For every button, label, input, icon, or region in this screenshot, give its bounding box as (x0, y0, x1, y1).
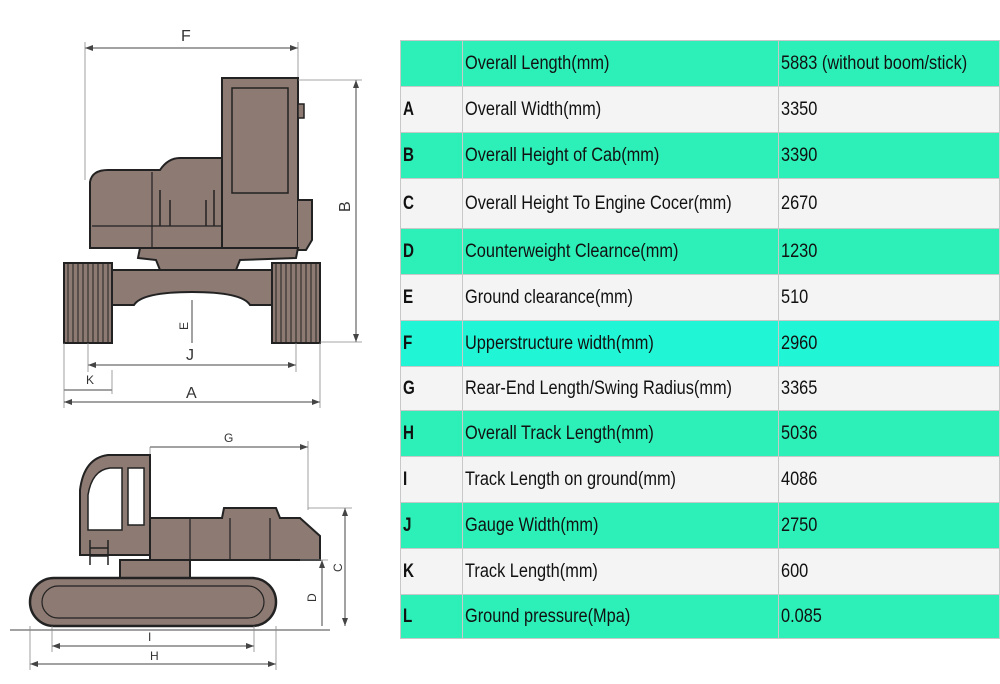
spec-value: 2960 (777, 320, 1000, 367)
spec-value: 3350 (777, 86, 1000, 133)
dim-label-e: E (177, 322, 191, 330)
spec-value: 3365 (777, 366, 1000, 411)
spec-name: Ground pressure(Mpa) (462, 594, 779, 639)
spec-value: 510 (777, 274, 1000, 321)
dim-label-d: D (305, 593, 319, 602)
front-view-drawing: F (63, 28, 362, 408)
dim-label-b: B (337, 201, 354, 212)
spec-name: Gauge Width(mm) (462, 502, 779, 549)
spec-letter: K (399, 548, 464, 595)
specifications-table: Overall Length(mm)5883 (without boom/sti… (399, 40, 1000, 639)
specifications-body: Overall Length(mm)5883 (without boom/sti… (399, 40, 1000, 639)
spec-value: 5883 (without boom/stick) (777, 40, 1000, 87)
spec-value: 0.085 (777, 594, 1000, 639)
spec-letter (399, 40, 464, 87)
spec-letter: A (399, 86, 464, 133)
spec-name: Overall Track Length(mm) (462, 410, 779, 457)
spec-row: Overall Length(mm)5883 (without boom/sti… (399, 40, 1000, 87)
spec-name: Track Length on ground(mm) (462, 456, 779, 503)
dim-label-c: C (331, 563, 345, 572)
spec-name: Rear-End Length/Swing Radius(mm) (462, 366, 779, 411)
spec-value: 2750 (777, 502, 1000, 549)
spec-name: Upperstructure width(mm) (462, 320, 779, 367)
spec-value: 5036 (777, 410, 1000, 457)
spec-value: 1230 (777, 228, 1000, 275)
dim-label-g: G (224, 431, 233, 445)
side-view-drawing: G C D I (10, 431, 352, 670)
dim-label-i: I (148, 630, 151, 644)
spec-name: Ground clearance(mm) (462, 274, 779, 321)
dim-label-k: K (86, 373, 94, 387)
spec-name: Overall Width(mm) (462, 86, 779, 133)
spec-letter: E (399, 274, 464, 321)
dim-label-f: F (181, 28, 191, 45)
spec-value: 4086 (777, 456, 1000, 503)
excavator-drawings: F (10, 28, 362, 670)
spec-letter: J (399, 502, 464, 549)
dim-label-j: J (186, 347, 194, 364)
spec-name: Overall Height To Engine Cocer(mm) (462, 178, 779, 229)
spec-value: 3390 (777, 132, 1000, 179)
spec-letter: I (399, 456, 464, 503)
spec-name: Overall Height of Cab(mm) (462, 132, 779, 179)
spec-letter: G (399, 366, 464, 411)
spec-value: 2670 (777, 178, 1000, 229)
spec-name: Counterweight Clearnce(mm) (462, 228, 779, 275)
dim-label-h: H (150, 649, 159, 663)
spec-name: Overall Length(mm) (462, 40, 779, 87)
spec-value: 600 (777, 548, 1000, 595)
spec-letter: C (399, 178, 464, 229)
spec-letter: H (399, 410, 464, 457)
spec-letter: F (399, 320, 464, 367)
spec-letter: D (399, 228, 464, 275)
spec-letter: B (399, 132, 464, 179)
spec-name: Track Length(mm) (462, 548, 779, 595)
dim-label-a: A (186, 385, 197, 402)
spec-letter: L (399, 594, 464, 639)
